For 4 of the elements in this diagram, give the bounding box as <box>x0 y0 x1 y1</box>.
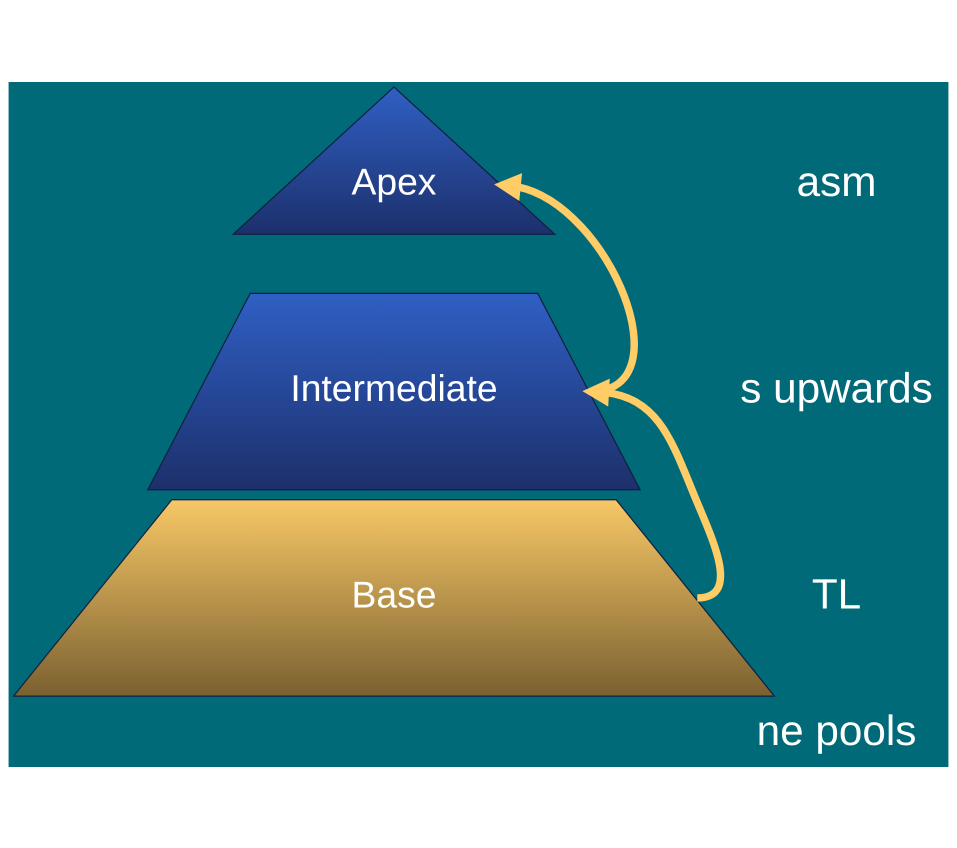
label: asm <box>796 158 876 204</box>
label: s upwards <box>740 364 933 411</box>
label: TL <box>812 570 862 618</box>
label: ne pools <box>756 706 916 754</box>
